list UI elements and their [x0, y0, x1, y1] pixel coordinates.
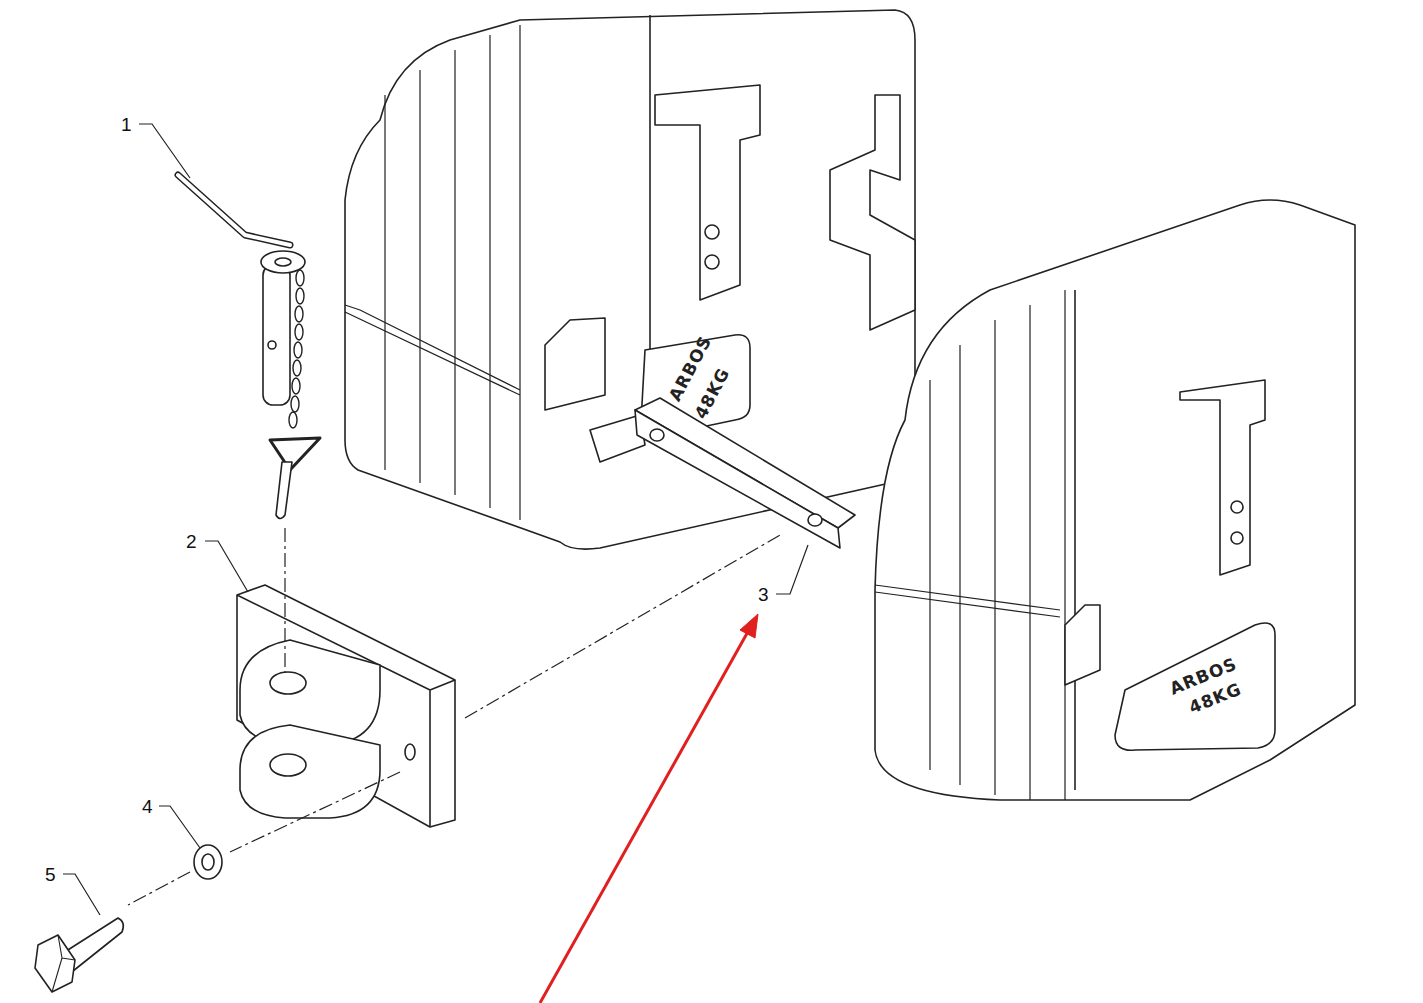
callout-number: 2 [186, 532, 197, 551]
callout-number: 1 [121, 115, 132, 134]
callout-number: 3 [758, 585, 769, 604]
callout-number: 4 [142, 797, 153, 816]
callout-number: 5 [45, 865, 56, 884]
